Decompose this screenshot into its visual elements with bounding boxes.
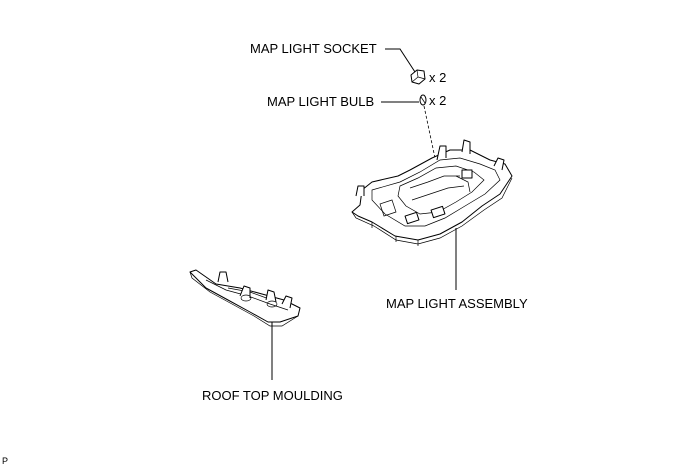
bulb-quantity: x 2 [429,93,446,108]
map-light-bulb-label: MAP LIGHT BULB [267,94,374,109]
socket-quantity: x 2 [429,70,446,85]
map-light-assembly-label: MAP LIGHT ASSEMBLY [386,296,528,311]
roof-top-moulding-part [189,269,301,327]
socket-leader-line [385,48,416,73]
map-light-socket-part [410,69,426,85]
map-light-socket-label: MAP LIGHT SOCKET [250,41,377,56]
bulb-install-line [423,105,436,159]
roof-top-moulding-label: ROOF TOP MOULDING [202,388,343,403]
figure-code: P [2,456,8,466]
map-light-assembly-part [351,139,513,246]
map-light-bulb-part [419,94,427,106]
